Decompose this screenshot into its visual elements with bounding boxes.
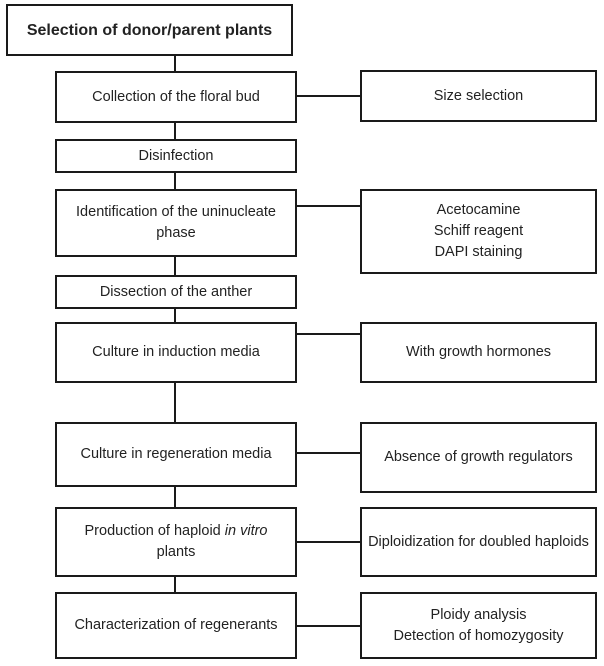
step-identification-line-1: Identification of the uninucleate <box>76 204 276 220</box>
note-hormones-box: With growth hormones <box>360 322 597 383</box>
note-ploidy-line-2: Detection of homozygosity <box>393 627 564 644</box>
note-staining-label: Acetocamine Schiff reagent DAPI staining <box>434 200 523 263</box>
step-selection-label: Selection of donor/parent plants <box>26 21 273 39</box>
step-production-box: Production of haploid in vitro plants <box>55 507 297 577</box>
note-ploidy-line-1: Ploidy analysis <box>430 606 527 623</box>
step-production-prefix: Production of haploid <box>84 523 221 539</box>
note-ploidy-label: Ploidy analysis Detection of homozygosit… <box>393 605 563 647</box>
step-collection-box: Collection of the floral bud <box>55 71 297 123</box>
note-diploidization-label: Diploidization for doubled haploids <box>368 533 589 550</box>
step-identification-box: Identification of the uninucleate phase <box>55 189 297 257</box>
note-staining-box: Acetocamine Schiff reagent DAPI staining <box>360 189 597 274</box>
note-staining-line-3: DAPI staining <box>434 244 523 260</box>
note-ploidy-box: Ploidy analysis Detection of homozygosit… <box>360 592 597 659</box>
step-identification-label: Identification of the uninucleate phase <box>76 202 276 244</box>
step-dissection-box: Dissection of the anther <box>55 275 297 309</box>
step-production-label: Production of haploid in vitro plants <box>85 521 268 563</box>
note-size-label: Size selection <box>433 87 524 104</box>
step-identification-line-2: phase <box>156 225 196 241</box>
step-induction-box: Culture in induction media <box>55 322 297 383</box>
note-size-box: Size selection <box>360 70 597 122</box>
note-regulators-box: Absence of growth regulators <box>360 422 597 493</box>
note-staining-line-1: Acetocamine <box>436 202 521 218</box>
step-dissection-label: Dissection of the anther <box>99 283 253 300</box>
step-selection-box: Selection of donor/parent plants <box>6 4 293 56</box>
step-disinfection-label: Disinfection <box>138 147 214 164</box>
note-diploidization-box: Diploidization for doubled haploids <box>360 507 597 577</box>
note-regulators-label: Absence of growth regulators <box>384 449 573 465</box>
step-disinfection-box: Disinfection <box>55 139 297 173</box>
step-characterization-box: Characterization of regenerants <box>55 592 297 659</box>
step-collection-label: Collection of the floral bud <box>92 88 260 105</box>
step-production-line-2: plants <box>156 544 196 560</box>
note-staining-line-2: Schiff reagent <box>433 223 524 239</box>
step-production-line-1: Production of haploid in vitro <box>85 521 268 542</box>
note-hormones-label: With growth hormones <box>405 344 552 360</box>
step-regeneration-box: Culture in regeneration media <box>55 422 297 487</box>
step-characterization-label: Characterization of regenerants <box>74 617 278 633</box>
step-regeneration-label: Culture in regeneration media <box>80 446 272 462</box>
step-production-italic: in vitro <box>224 523 268 539</box>
step-induction-label: Culture in induction media <box>92 344 260 360</box>
